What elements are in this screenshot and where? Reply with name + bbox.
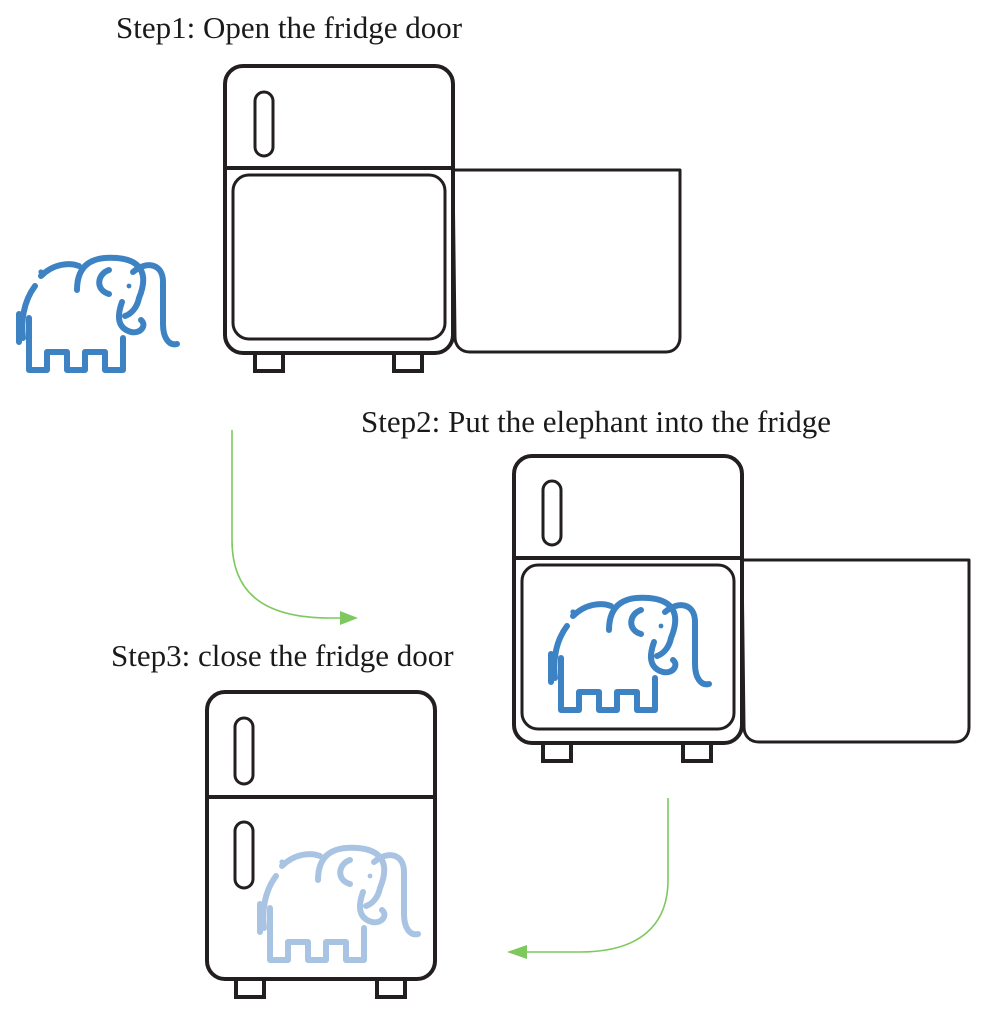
arrow-step2-to-step3 — [507, 798, 669, 959]
fridge-handle — [541, 479, 563, 547]
elephant-in-fridge-icon — [551, 598, 709, 710]
arrow-step1-to-step2 — [231, 430, 358, 625]
elephant-faded-icon — [260, 848, 418, 960]
fridge-open-step1 — [223, 64, 682, 373]
fridge-handle — [233, 820, 255, 890]
step3-label: Step3: close the fridge door — [111, 638, 454, 673]
fridge-open-step2 — [512, 454, 971, 763]
fridge-closed-step3 — [205, 690, 437, 999]
open-fridge-door — [740, 558, 971, 744]
elephant-icon — [19, 258, 177, 370]
fridge-handle — [253, 90, 275, 158]
fridge-handle — [233, 716, 255, 786]
step1-label: Step1: Open the fridge door — [116, 10, 463, 45]
open-fridge-door — [451, 168, 682, 354]
step2-label: Step2: Put the elephant into the fridge — [361, 404, 832, 439]
